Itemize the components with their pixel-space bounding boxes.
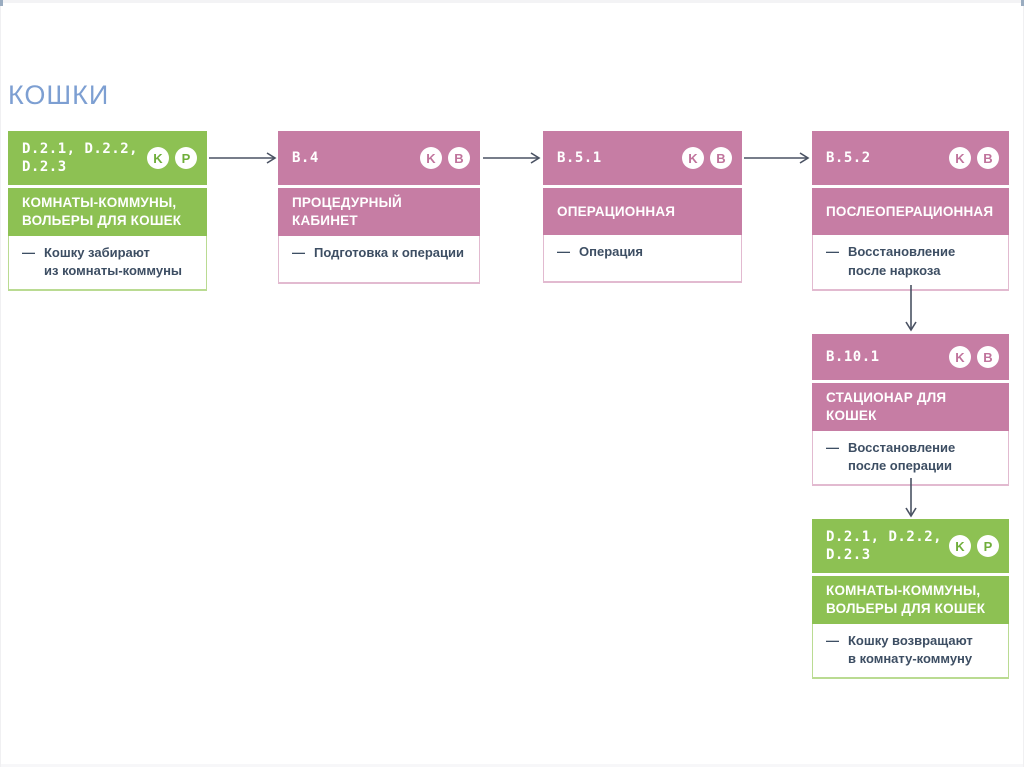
box-header: D.2.1, D.2.2, D.2.3 K P <box>812 519 1009 573</box>
flow-box-rooms-start: D.2.1, D.2.2, D.2.3 K P КОМНАТЫ-КОММУНЫ,… <box>8 131 207 292</box>
box-note: — Подготовка к операции <box>278 235 480 284</box>
page-title: КОШКИ <box>8 80 110 110</box>
dash-bullet: — <box>292 244 305 260</box>
flow-box-b52: B.5.2 K B ПОСЛЕОПЕРАЦИОННАЯ — Восстановл… <box>812 131 1009 291</box>
arrow-right-icon <box>483 151 541 165</box>
box-code: B.5.1 <box>557 149 602 166</box>
note-text: Подготовка к операции <box>314 244 464 260</box>
badge-k-icon: K <box>420 147 442 169</box>
box-header: B.5.2 K B <box>812 131 1009 185</box>
box-code: D.2.1, D.2.2, D.2.3 <box>826 528 943 563</box>
badge-k-icon: K <box>147 147 169 169</box>
box-label: ПРОЦЕДУРНЫЙ КАБИНЕТ <box>278 188 480 236</box>
box-label: КОМНАТЫ-КОММУНЫ, ВОЛЬЕРЫ ДЛЯ КОШЕК <box>812 576 1009 624</box>
flow-box-b51: B.5.1 K B ОПЕРАЦИОННАЯ — Операция <box>543 131 742 283</box>
box-header: B.10.1 K B <box>812 334 1009 380</box>
box-label: СТАЦИОНАР ДЛЯ КОШЕК <box>812 383 1009 431</box>
badge-b-icon: B <box>977 147 999 169</box>
arrow-down-icon <box>904 285 918 332</box>
badge-k-icon: K <box>682 147 704 169</box>
box-note: — Восстановление после наркоза <box>812 235 1009 291</box>
box-note: — Кошку возвращают в комнату-коммуну <box>812 623 1009 680</box>
box-code: B.5.2 <box>826 149 871 166</box>
arrow-right-icon <box>744 151 810 165</box>
dash-bullet: — <box>826 439 839 455</box>
box-header: B.5.1 K B <box>543 131 742 185</box>
arrow-right-icon <box>209 151 277 165</box>
badge-group: K P <box>147 147 197 169</box>
badge-group: K B <box>420 147 470 169</box>
slide-edge-left <box>0 0 1 767</box>
badge-b-icon: B <box>448 147 470 169</box>
box-header: D.2.1, D.2.2, D.2.3 K P <box>8 131 207 185</box>
badge-group: K B <box>949 346 999 368</box>
arrow-down-icon <box>904 478 918 518</box>
badge-group: K P <box>949 535 999 557</box>
flow-box-b4: B.4 K B ПРОЦЕДУРНЫЙ КАБИНЕТ — Подготовка… <box>278 131 480 284</box>
note-text: Кошку возвращают в комнату-коммуну <box>848 632 973 667</box>
note-text: Операция <box>579 244 643 259</box>
flow-box-b101: B.10.1 K B СТАЦИОНАР ДЛЯ КОШЕК — Восстан… <box>812 334 1009 487</box>
box-label: ОПЕРАЦИОННАЯ <box>543 188 742 235</box>
dash-bullet: — <box>826 632 839 648</box>
badge-b-icon: B <box>710 147 732 169</box>
note-text: Восстановление после операции <box>848 439 956 474</box>
dash-bullet: — <box>22 244 35 260</box>
box-label: ПОСЛЕОПЕРАЦИОННАЯ <box>812 188 1009 235</box>
slide-edge-bottom <box>0 764 1024 767</box>
badge-group: K B <box>682 147 732 169</box>
slide-corner-mark <box>1021 0 1024 6</box>
badge-group: K B <box>949 147 999 169</box>
box-code: B.4 <box>292 149 319 166</box>
box-header: B.4 K B <box>278 131 480 185</box>
badge-k-icon: K <box>949 535 971 557</box>
box-note: — Операция <box>543 235 742 283</box>
badge-b-icon: B <box>977 346 999 368</box>
note-text: Кошку забирают из комнаты-коммуны <box>44 244 183 279</box>
box-label: КОМНАТЫ-КОММУНЫ, ВОЛЬЕРЫ ДЛЯ КОШЕК <box>8 188 207 236</box>
badge-k-icon: K <box>949 147 971 169</box>
box-code: D.2.1, D.2.2, D.2.3 <box>22 140 139 175</box>
dash-bullet: — <box>557 244 570 259</box>
box-note: — Кошку забирают из комнаты-коммуны <box>8 235 207 292</box>
flow-box-rooms-return: D.2.1, D.2.2, D.2.3 K P КОМНАТЫ-КОММУНЫ,… <box>812 519 1009 680</box>
badge-p-icon: P <box>977 535 999 557</box>
box-code: B.10.1 <box>826 348 880 365</box>
slide-corner-mark <box>0 0 3 6</box>
slide-edge-top <box>0 0 1024 3</box>
badge-p-icon: P <box>175 147 197 169</box>
badge-k-icon: K <box>949 346 971 368</box>
dash-bullet: — <box>826 244 839 259</box>
note-text: Восстановление после наркоза <box>848 244 956 278</box>
